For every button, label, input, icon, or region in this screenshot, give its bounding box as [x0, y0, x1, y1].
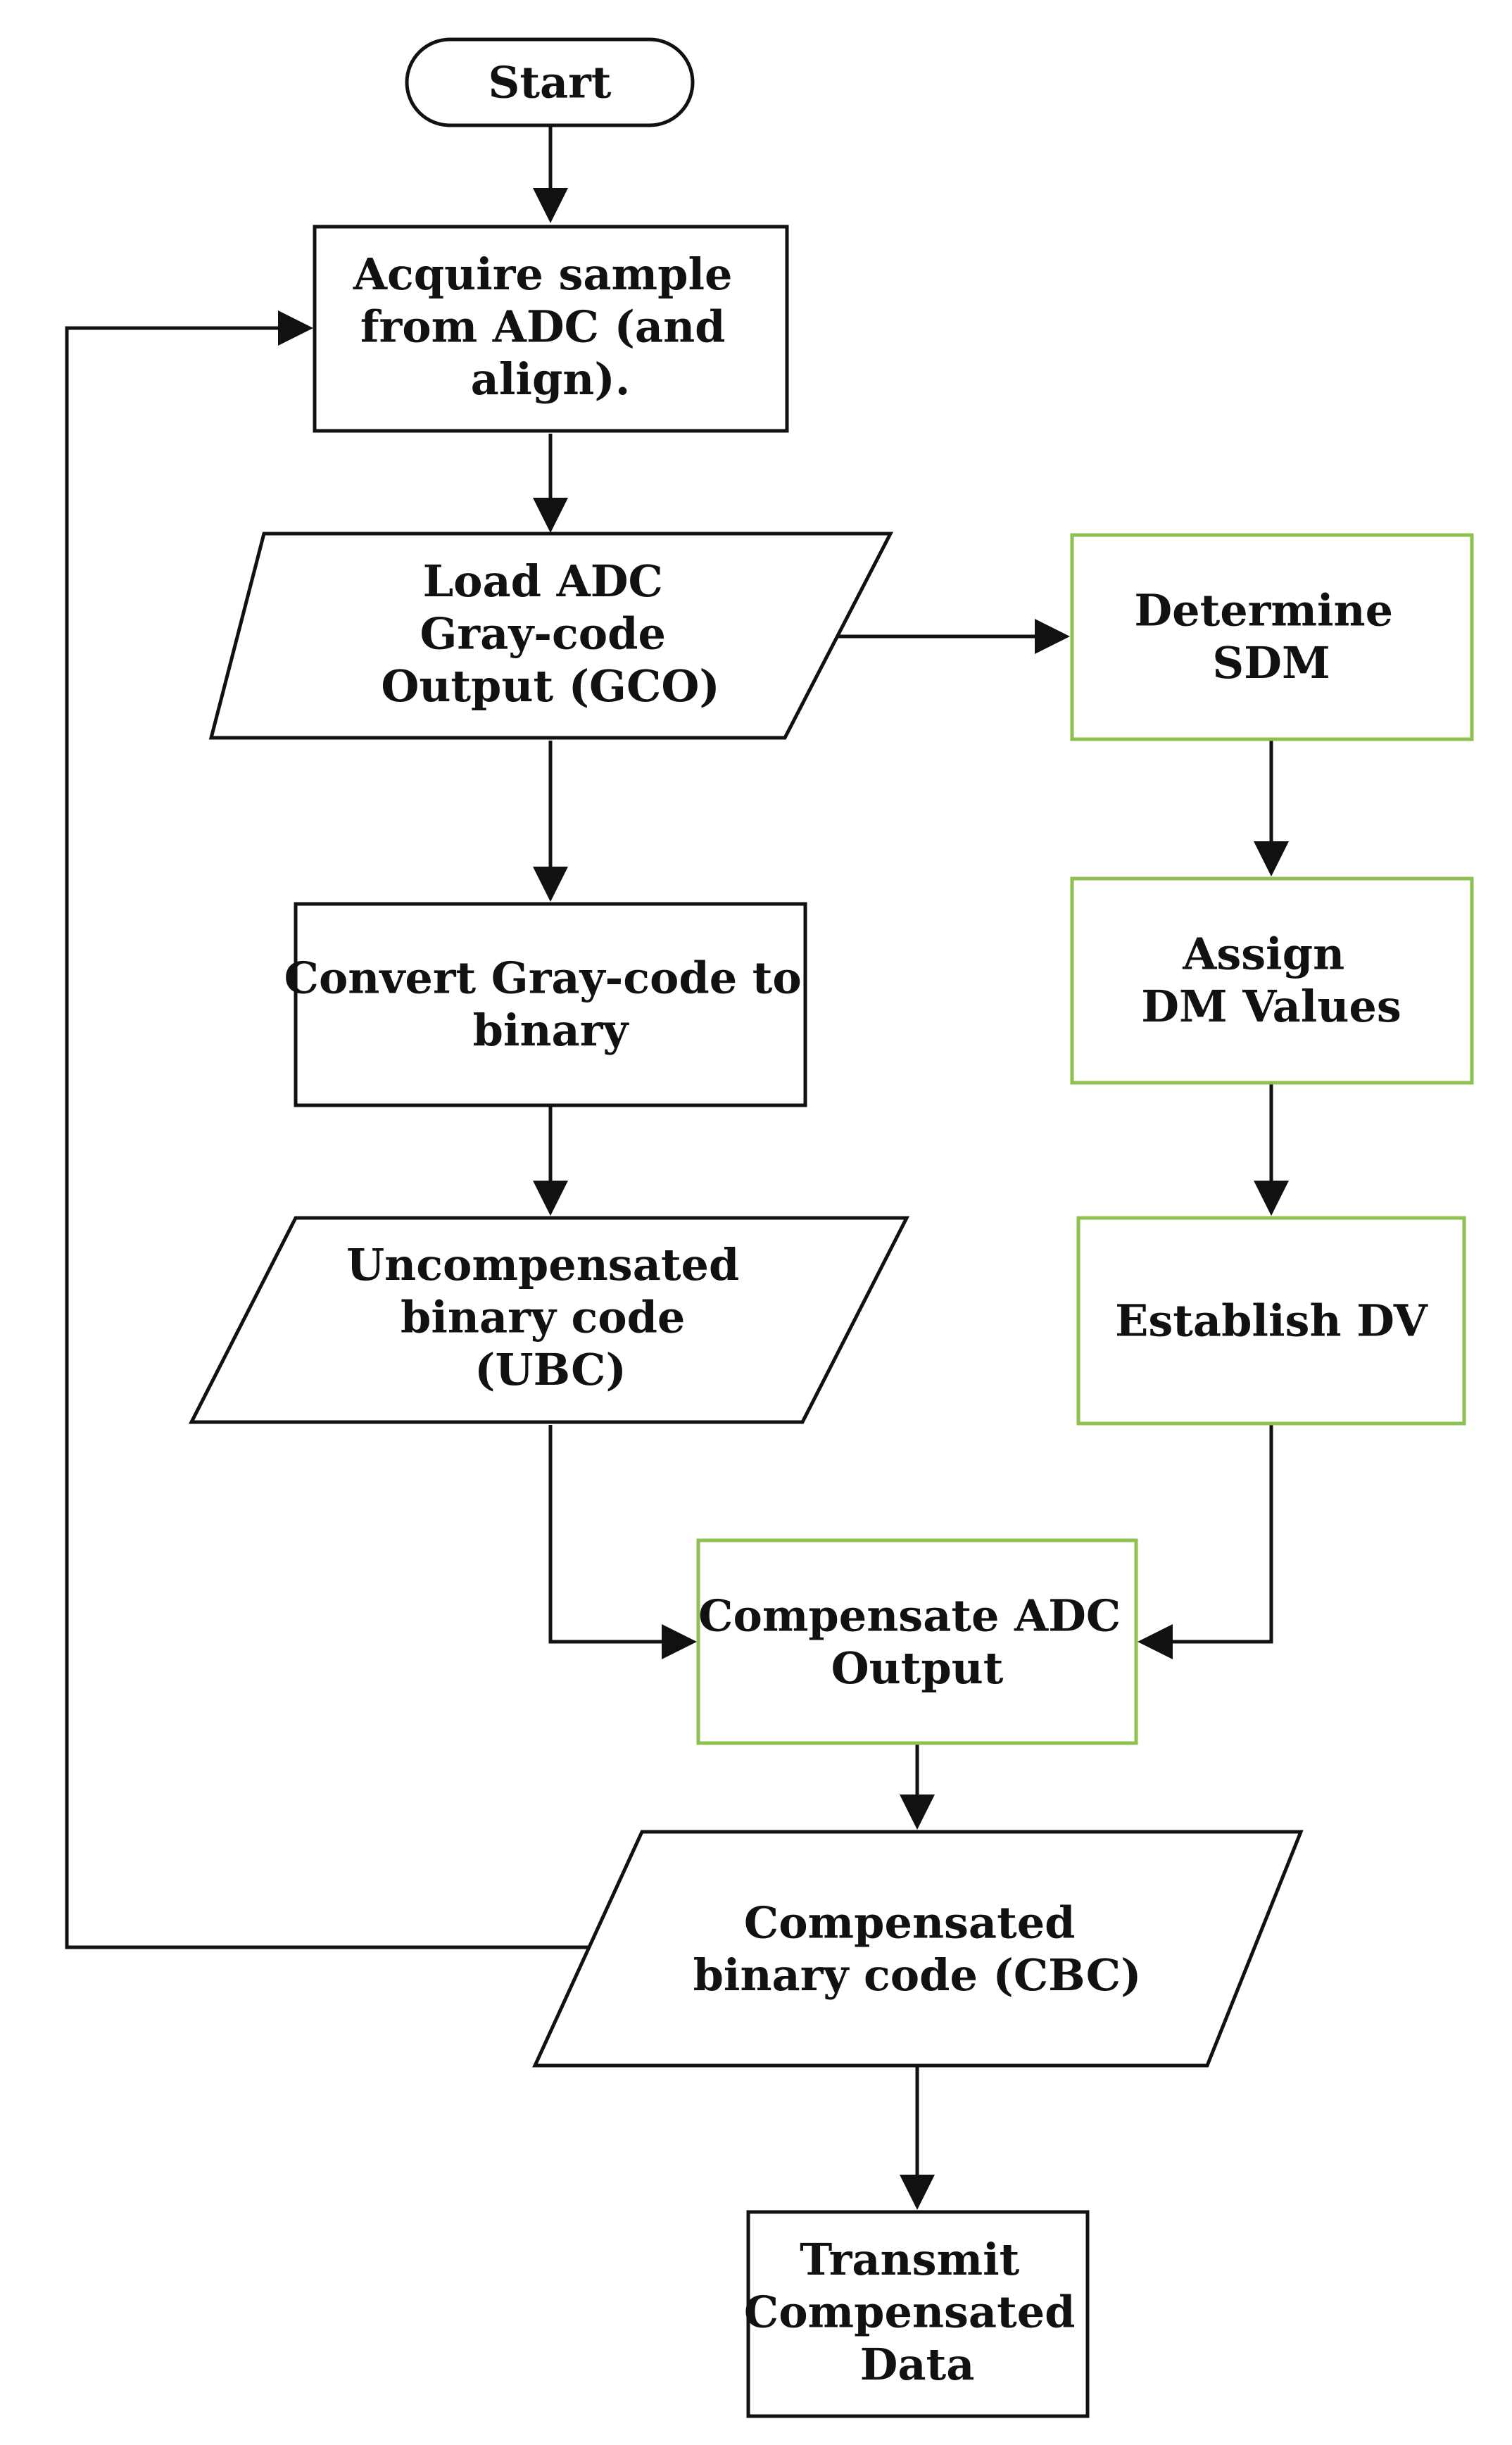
arrow-ubc-to-compensate — [548, 1425, 697, 1659]
assign-dm-values-label: Assign DM Values — [1141, 929, 1401, 1032]
ubc-parallelogram — [188, 1216, 910, 1424]
cbc-parallelogram — [532, 1830, 1304, 2068]
acquire-sample-node: Acquire sample from ADC (and align). — [313, 225, 789, 433]
load-gco-node: Load ADC Gray-code Output (GCO) — [208, 532, 894, 740]
establish-dv-box — [1076, 1216, 1466, 1426]
ubc-node: Uncompensated binary code (UBC) — [188, 1216, 910, 1424]
cbc-label: Compensated binary code (CBC) — [693, 1897, 1142, 2001]
ubc-label: Uncompensated binary code (UBC) — [346, 1239, 755, 1395]
establish-dv-node: Establish DV — [1076, 1216, 1466, 1426]
compensate-adc-output-box — [696, 1538, 1138, 1745]
start-node: Start — [405, 37, 695, 127]
convert-gray-code-label: Convert Gray-code to binary — [284, 953, 817, 1056]
establish-dv-label: Establish DV — [1115, 1295, 1428, 1347]
arrow-establish-to-compensate — [1138, 1425, 1273, 1659]
convert-gray-code-box — [294, 902, 807, 1107]
start-label: Start — [489, 57, 612, 108]
cbc-node: Compensated binary code (CBC) — [532, 1830, 1304, 2068]
load-gco-parallelogram — [208, 532, 894, 740]
assign-dm-values-node: Assign DM Values — [1070, 876, 1474, 1085]
arrow-cbc-loop-to-acquire — [65, 310, 595, 1949]
compensate-adc-output-node: Compensate ADC Output — [696, 1538, 1138, 1745]
convert-gray-code-node: Convert Gray-code to binary — [284, 902, 817, 1107]
compensate-adc-output-label: Compensate ADC Output — [698, 1590, 1136, 1694]
acquire-sample-box — [313, 225, 789, 433]
determine-sdm-node: Determine SDM — [1070, 533, 1474, 741]
transmit-data-node: Transmit Compensated Data — [744, 2210, 1090, 2418]
connectors — [65, 125, 1289, 2210]
determine-sdm-box — [1070, 533, 1474, 741]
load-gco-label: Load ADC Gray-code Output (GCO) — [381, 555, 719, 712]
determine-sdm-label: Determine SDM — [1134, 585, 1408, 689]
transmit-data-label: Transmit Compensated Data — [744, 2234, 1090, 2390]
start-terminal-shape — [405, 37, 695, 127]
transmit-data-box — [746, 2210, 1090, 2418]
acquire-sample-label: Acquire sample from ADC (and align). — [353, 249, 748, 405]
assign-dm-values-box — [1070, 876, 1474, 1085]
